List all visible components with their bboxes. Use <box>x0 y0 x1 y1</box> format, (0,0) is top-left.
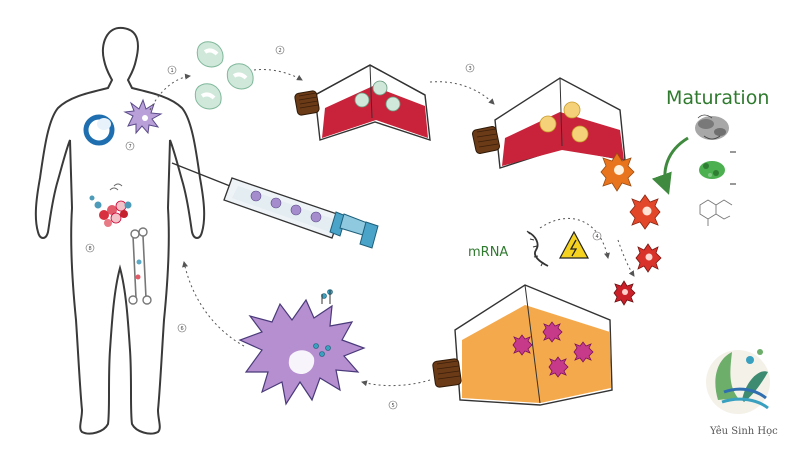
prostaglandin-molecule-icon <box>699 199 733 226</box>
step-markers: 1 2 3 4 5 6 7 8 <box>85 45 602 410</box>
culture-flask-orange <box>432 284 613 406</box>
step-marker-2: 2 <box>275 45 285 55</box>
human-body-figure <box>34 26 206 435</box>
tissue-dendritic-cell-icon <box>123 98 163 135</box>
antigen-presenting-dendritic-cell <box>238 289 366 406</box>
step-marker-4: 4 <box>592 231 602 241</box>
mrna-label: mRNA <box>468 245 508 260</box>
mrna-strand-icon <box>526 230 549 267</box>
svg-text:1: 1 <box>171 68 174 74</box>
maturation-label: Maturation <box>666 87 769 109</box>
maturing-dendritic-cells <box>600 152 662 306</box>
svg-text:5: 5 <box>392 403 395 409</box>
monocytes-icon <box>194 41 254 110</box>
svg-text:2: 2 <box>279 48 282 54</box>
svg-text:3: 3 <box>469 66 472 72</box>
electroporation-warning-icon <box>558 230 590 259</box>
femur-bone-icon <box>128 227 152 305</box>
culture-flask-red-2 <box>472 77 626 169</box>
svg-text:7: 7 <box>129 144 132 150</box>
svg-text:4: 4 <box>596 234 599 240</box>
step-marker-5: 5 <box>388 400 398 410</box>
logo-text: Yêu Sinh Học <box>709 426 778 437</box>
svg-text:8: 8 <box>89 246 92 252</box>
step-marker-8: 8 <box>85 243 95 253</box>
syringe-icon <box>171 162 379 249</box>
lymph-node-icon <box>83 114 115 146</box>
svg-text:6: 6 <box>181 326 184 332</box>
step-marker-6: 6 <box>177 323 187 333</box>
bone-marrow-cells-icon <box>89 183 132 227</box>
site-logo: Yêu Sinh Học <box>706 349 778 437</box>
step-marker-7: 7 <box>125 141 135 151</box>
step-marker-3: 3 <box>465 63 475 73</box>
step-marker-1: 1 <box>167 65 177 75</box>
maturation-arrow-icon <box>651 136 689 195</box>
bacteria-cluster-icon <box>695 114 729 140</box>
process-arrows <box>149 69 635 387</box>
culture-flask-red <box>294 64 431 142</box>
cytokine-cluster-icon <box>699 151 736 185</box>
